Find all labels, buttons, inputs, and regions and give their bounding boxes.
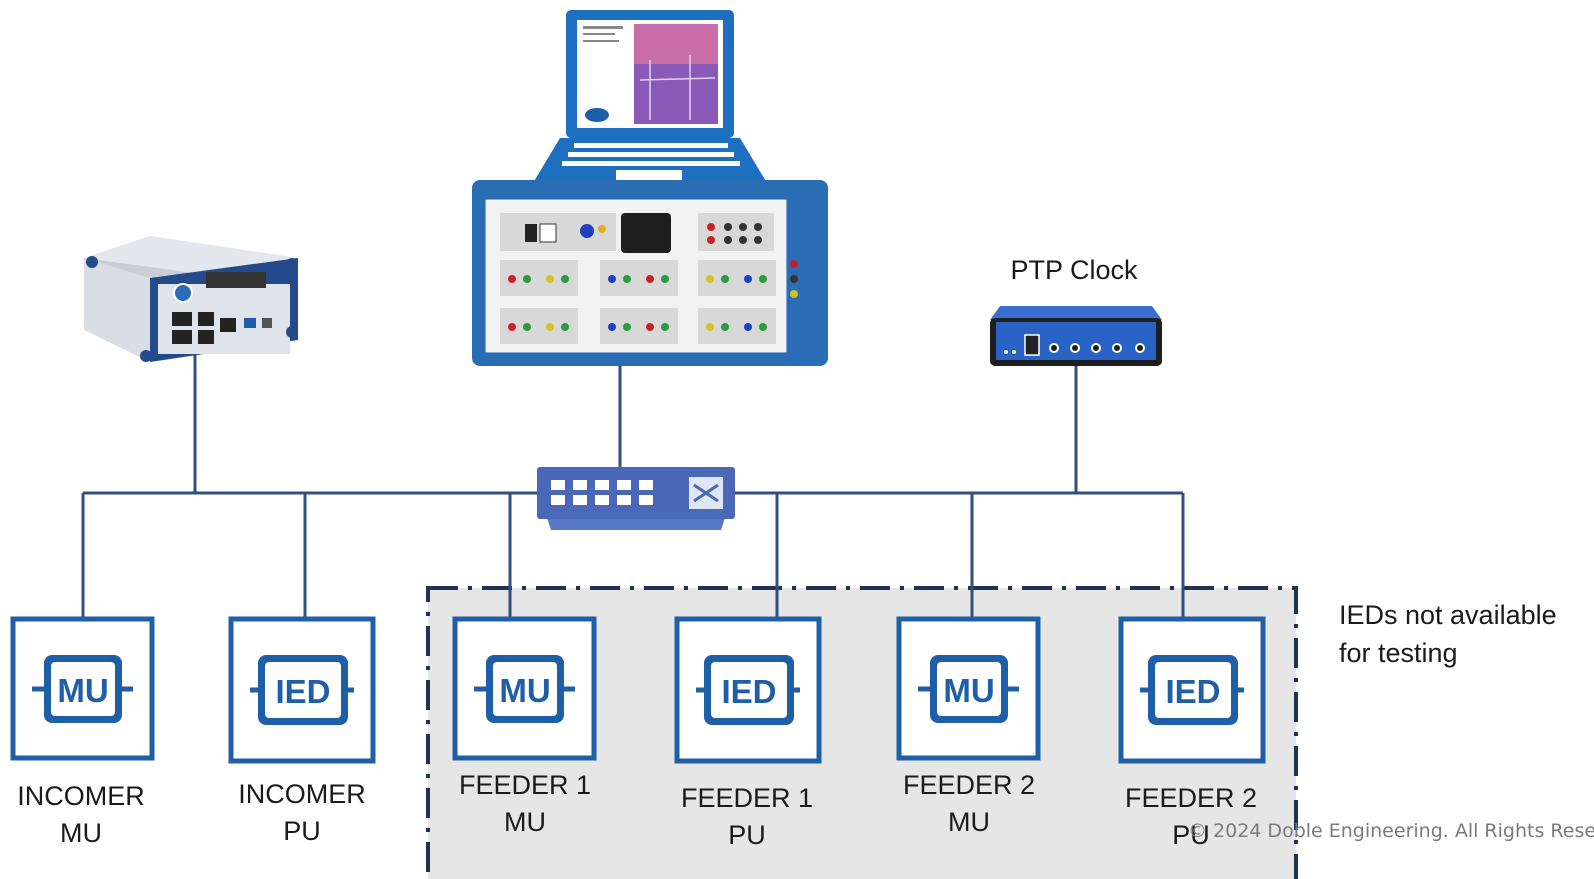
ptp-clock-label: PTP Clock [1010,255,1138,285]
svg-text:MU: MU [499,672,550,709]
incomer-pu-ied-icon: IED [228,616,376,764]
network-switch-icon [537,467,735,530]
node-label-feeder2-mu: FEEDER 2 MU [902,770,1036,837]
svg-text:IED: IED [1165,673,1220,710]
feeder2-pu-ied-icon: IED [1118,616,1266,764]
node-label-incomer-pu: INCOMER PU [238,779,366,846]
svg-text:MU: MU [57,672,108,709]
node-boxes: MU IED MU IED MU [10,616,1266,764]
merging-unit-test-device-icon [84,236,298,362]
feeder1-pu-ied-icon: IED [674,616,822,764]
feeder1-mu-icon: MU [452,616,597,761]
node-label-feeder1-pu: FEEDER 1 PU [680,783,814,850]
incomer-mu-icon: MU [10,616,155,761]
test-set-with-laptop-icon [472,10,828,366]
node-label-incomer-mu: INCOMER MU [17,781,145,848]
node-label-feeder1-mu: FEEDER 1 MU [458,770,592,837]
copyright-notice: © 2024 Doble Engineering. All Rights Res… [1188,820,1594,842]
unavailable-ieds-note: IEDs not available for testing [1339,600,1557,668]
node-label-feeder2-pu: FEEDER 2 PU [1124,783,1258,850]
feeder2-mu-icon: MU [896,616,1041,761]
network-links [81,355,1185,617]
svg-text:MU: MU [943,672,994,709]
svg-text:IED: IED [275,673,330,710]
svg-text:IED: IED [721,673,776,710]
ptp-clock-icon [990,306,1162,366]
